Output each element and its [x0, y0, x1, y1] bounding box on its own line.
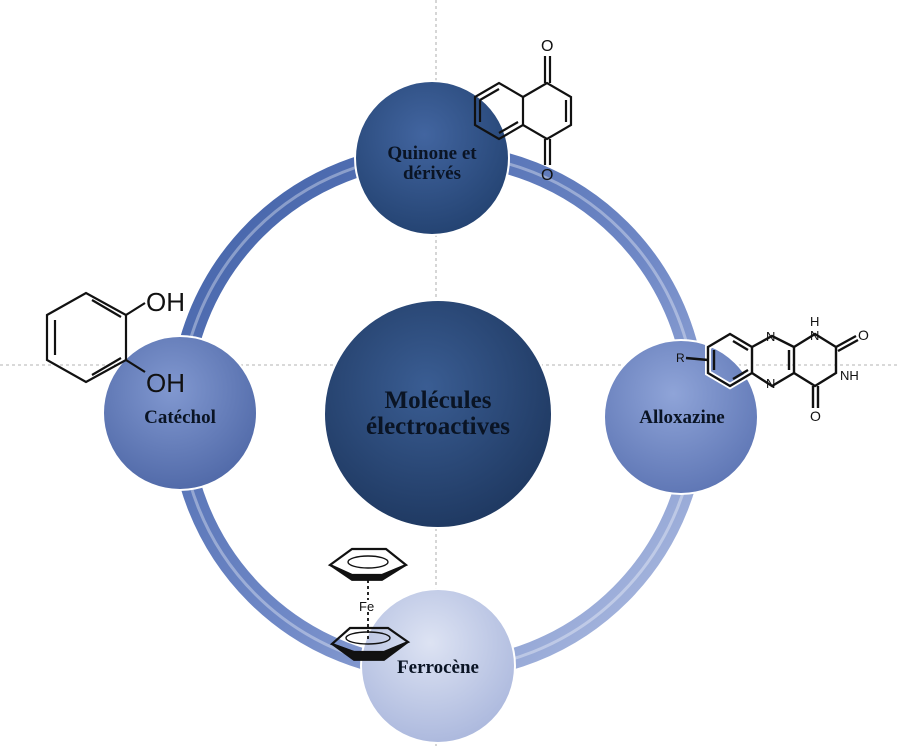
- node-circle-top: [354, 80, 510, 236]
- alloxazine-nh: NH: [840, 368, 859, 383]
- node-label-quinone-line-1: Quinone et: [387, 143, 477, 164]
- catechol-structure: [45, 291, 146, 384]
- node-label-ferrocene-line-1: Ferrocène: [397, 657, 479, 678]
- node-label-ferrocene: Ferrocène: [378, 658, 498, 678]
- alloxazine-n-bottom: N: [766, 376, 775, 391]
- alloxazine-o-bottom: O: [810, 408, 821, 424]
- center-label-line-2: électroactives: [366, 413, 510, 441]
- alloxazine-o-right: O: [858, 327, 869, 343]
- ferrocene-structure: [327, 547, 411, 661]
- node-label-alloxazine: Alloxazine: [617, 408, 747, 428]
- node-label-quinone-line-2: dérivés: [402, 162, 462, 184]
- alloxazine-n-top: N: [766, 329, 775, 344]
- alloxazine-n-mid: N: [810, 328, 819, 343]
- alloxazine-r: R: [676, 351, 685, 365]
- center-label: Molécules électroactives: [338, 387, 538, 441]
- center-label-line-1: Molécules: [384, 387, 492, 414]
- ferrocene-fe: Fe: [359, 599, 374, 614]
- center-circle: [323, 299, 553, 529]
- node-label-catechol-line-1: Catéchol: [144, 407, 216, 428]
- catechol-oh-bottom: OH: [146, 368, 185, 398]
- node-circle-bottom: [360, 588, 516, 744]
- node-label-catechol: Catéchol: [120, 408, 240, 428]
- catechol-oh-top: OH: [146, 287, 185, 317]
- node-circle-left: [102, 335, 258, 491]
- quinone-o-bottom: O: [541, 167, 553, 184]
- quinone-structure: [473, 56, 573, 165]
- alloxazine-h-top: H: [810, 314, 819, 329]
- quinone-o-top: O: [541, 38, 553, 55]
- node-label-alloxazine-line-1: Alloxazine: [639, 407, 725, 428]
- alloxazine-structure: [685, 330, 859, 408]
- node-label-quinone: Quinone et dérivés: [362, 144, 502, 184]
